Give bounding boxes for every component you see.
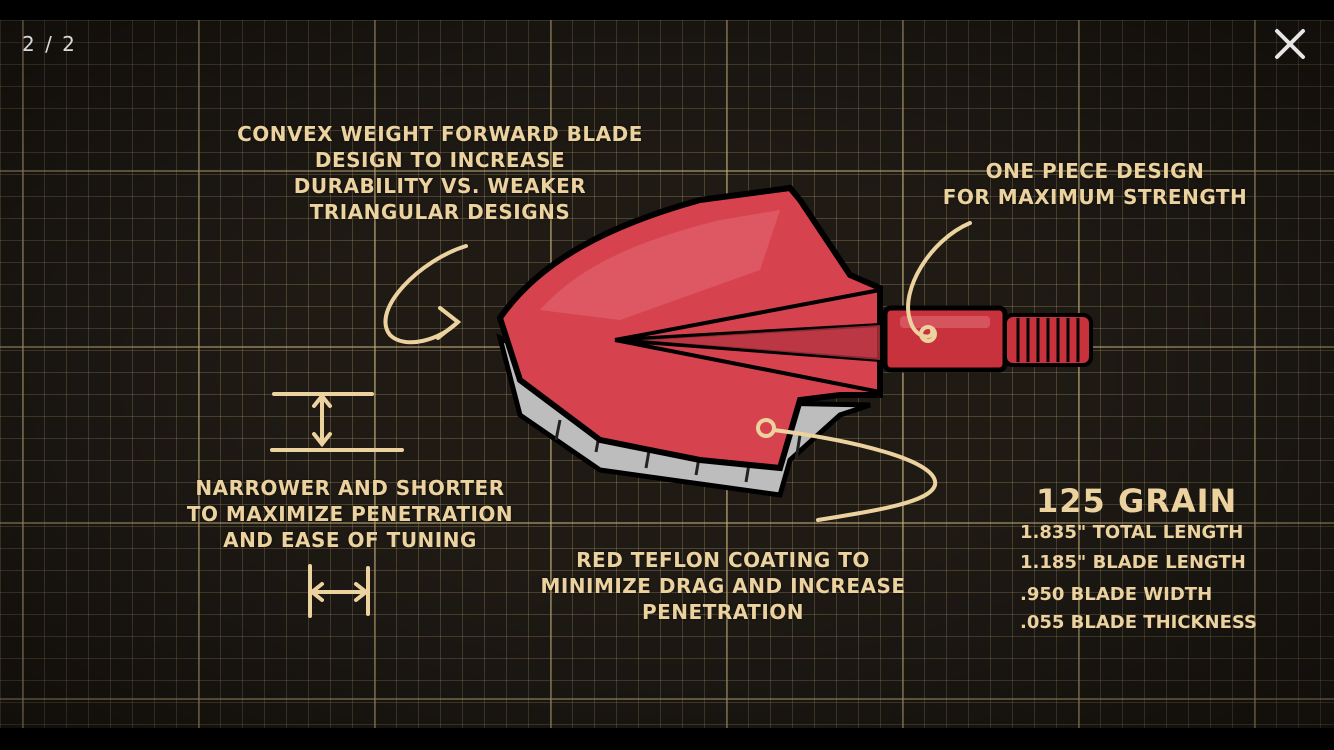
blade-highlight (540, 210, 780, 320)
convex-arrowhead (436, 306, 462, 340)
callout-line: Narrower and shorter (195, 476, 505, 500)
callout-line: triangular designs (309, 200, 571, 224)
callout-line: to maximize penetration (186, 502, 514, 526)
ferrule-shine (900, 316, 990, 328)
callout-narrower-shorter: Narrower and shorter to maximize penetra… (172, 475, 528, 553)
broadhead-diagram-slide: Convex weight forward blade design to in… (0, 20, 1334, 728)
thread-lines (1016, 318, 1080, 362)
spec-blade-width: .950 BLADE WIDTH (1020, 584, 1213, 605)
specs-title: 125 GRAIN (1036, 482, 1238, 520)
spec-blade-thickness: .055 BLADE THICKNESS (1020, 612, 1257, 633)
image-counter: 2 / 2 (22, 32, 77, 56)
annotation-ink (270, 221, 972, 618)
close-icon (1275, 29, 1305, 59)
spec-total-length: 1.835" TOTAL LENGTH (1020, 522, 1244, 543)
callout-line: minimize drag and increase (540, 574, 906, 598)
convex-arrow (383, 244, 468, 345)
callout-line: design to increase (314, 148, 566, 172)
broadhead-illustration (270, 184, 1093, 618)
callout-line: durability vs. weaker (293, 174, 587, 198)
callout-red-teflon: Red teflon coating to minimize drag and … (522, 547, 924, 625)
spec-blade-length: 1.185" BLADE LENGTH (1020, 552, 1246, 573)
teflon-hook (772, 428, 938, 522)
close-button[interactable] (1268, 22, 1312, 66)
callout-line: penetration (641, 600, 804, 624)
blade-red-body (496, 184, 883, 472)
one-piece-hook (906, 221, 972, 339)
callout-line: Convex weight forward blade (237, 122, 643, 146)
fin-shadow (640, 325, 880, 360)
callout-line: and ease of tuning (223, 528, 477, 552)
callout-convex-design: Convex weight forward blade design to in… (212, 121, 668, 225)
callout-line: One piece design (985, 159, 1205, 183)
blade-fins (614, 288, 881, 394)
callout-one-piece: One piece design for maximum strength (930, 158, 1260, 210)
callout-line: Red teflon coating to (576, 548, 870, 572)
callout-line: for maximum strength (942, 185, 1248, 209)
